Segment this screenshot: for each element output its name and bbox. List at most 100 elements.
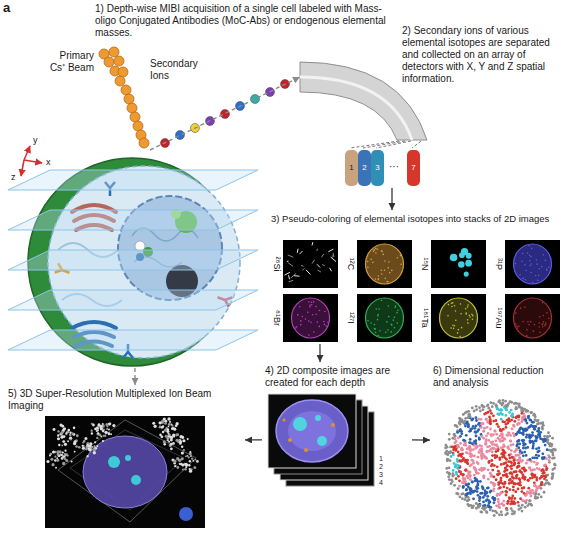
analysis-map xyxy=(465,488,468,491)
analysis-map xyxy=(500,409,503,412)
analysis-map xyxy=(547,431,550,434)
analysis-map xyxy=(475,472,478,475)
analysis-map xyxy=(515,477,518,480)
analysis-map xyxy=(459,435,462,438)
isotope-image: ¹²C xyxy=(344,240,412,288)
analysis-map xyxy=(505,409,508,412)
analysis-map xyxy=(501,413,504,416)
analysis-map xyxy=(526,446,529,449)
isotope-images xyxy=(374,328,376,330)
secondary-ions xyxy=(221,110,230,119)
isotope-images xyxy=(534,324,536,326)
analysis-map xyxy=(472,448,475,451)
isotope-images xyxy=(323,324,325,326)
analysis-map xyxy=(479,425,482,428)
analysis-map xyxy=(458,459,461,462)
isotope-images xyxy=(327,321,329,323)
isotope-images xyxy=(310,321,312,323)
3d-reconstruction xyxy=(82,447,85,450)
isotope-images xyxy=(367,261,369,263)
analysis-map xyxy=(482,467,485,470)
analysis-map xyxy=(511,415,514,418)
isotope-images xyxy=(397,257,399,259)
isotope-images xyxy=(465,313,467,315)
analysis-map xyxy=(480,450,483,453)
isotope-images xyxy=(283,240,338,288)
isotope-images xyxy=(454,325,456,327)
analysis-map xyxy=(511,412,514,415)
analysis-map xyxy=(526,410,529,413)
analysis-map xyxy=(472,505,475,508)
axis-label: y xyxy=(33,135,38,146)
analysis-map xyxy=(507,500,510,503)
analysis-map xyxy=(516,474,519,477)
analysis-map xyxy=(476,490,479,493)
isotope-images xyxy=(308,320,310,322)
isotope-image: ³¹P xyxy=(492,240,560,288)
3d-reconstruction xyxy=(93,448,96,451)
analysis-map xyxy=(487,404,490,407)
analysis-map xyxy=(522,433,525,436)
analysis-map xyxy=(484,442,487,445)
isotope-images xyxy=(396,322,398,324)
analysis-map xyxy=(509,440,512,443)
3d-reconstruction xyxy=(189,452,192,455)
analysis-map xyxy=(492,414,495,417)
analysis-map xyxy=(519,431,522,434)
isotope-label: ²⁸Si xyxy=(271,257,282,272)
isotope-images xyxy=(529,255,531,257)
analysis-map xyxy=(531,476,534,479)
analysis-map xyxy=(524,506,527,509)
isotope-images xyxy=(535,275,537,277)
analysis-map xyxy=(478,451,481,454)
analysis-map xyxy=(491,454,494,457)
analysis-map xyxy=(451,446,454,449)
composite-stack xyxy=(268,394,374,486)
analysis-map xyxy=(465,451,468,454)
analysis-map xyxy=(528,467,531,470)
analysis-map xyxy=(517,418,520,421)
3d-reconstruction xyxy=(67,440,69,442)
analysis-map xyxy=(532,445,535,448)
analysis-map xyxy=(520,412,523,415)
isotope-images xyxy=(377,279,379,281)
isotope-images xyxy=(381,273,383,275)
isotope-images xyxy=(283,294,338,342)
3d-reconstruction xyxy=(182,437,184,439)
analysis-map xyxy=(528,466,531,469)
analysis-map xyxy=(482,501,485,504)
analysis-map xyxy=(529,499,532,502)
analysis-map xyxy=(534,439,537,442)
analysis-map xyxy=(461,474,464,477)
3d-reconstruction xyxy=(65,433,68,436)
3d-reconstruction xyxy=(63,428,66,431)
analysis-map xyxy=(474,447,477,450)
analysis-map xyxy=(504,490,507,493)
analysis-map xyxy=(493,487,496,490)
analysis-map xyxy=(527,479,530,482)
analysis-map xyxy=(515,416,518,419)
analysis-map xyxy=(531,421,534,424)
isotope-images xyxy=(467,304,469,306)
isotope-images xyxy=(378,278,380,280)
isotope-images xyxy=(387,267,389,269)
3d-reconstruction xyxy=(50,458,53,461)
analysis-map xyxy=(522,475,525,478)
analysis-map xyxy=(531,434,534,437)
3d-reconstruction xyxy=(172,433,175,436)
analysis-map xyxy=(512,482,515,485)
analysis-map xyxy=(458,420,461,423)
isotope-label: ¹²C xyxy=(345,258,356,271)
analysis-map xyxy=(458,485,461,488)
analysis-map xyxy=(506,464,509,467)
analysis-map xyxy=(475,468,478,471)
analysis-map xyxy=(477,462,480,465)
analysis-map xyxy=(503,470,506,473)
3d-reconstruction xyxy=(106,428,108,430)
analysis-map xyxy=(505,404,508,407)
isotope-image: ¹²⁷I xyxy=(344,294,412,342)
analysis-map xyxy=(528,437,531,440)
3d-reconstruction xyxy=(181,445,183,447)
analysis-map xyxy=(553,463,556,466)
cs-beam xyxy=(133,121,143,131)
